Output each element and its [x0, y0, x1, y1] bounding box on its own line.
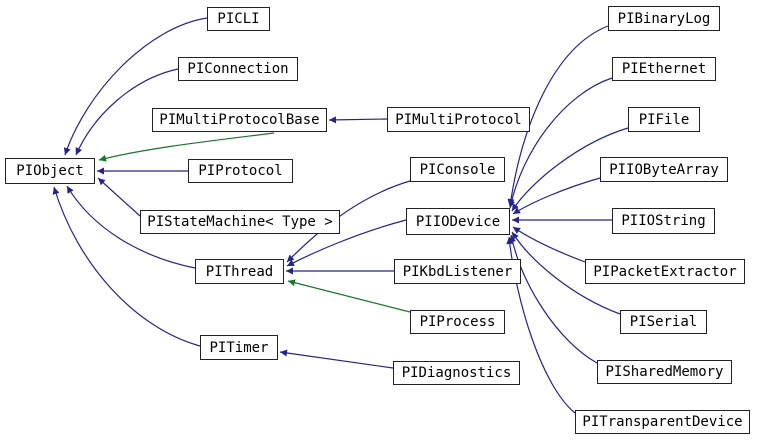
inheritance-edge-PIIOByteArray-to-PIIODevice	[512, 177, 601, 215]
class-node-PIProtocol[interactable]: PIProtocol	[188, 159, 293, 183]
inheritance-edge-PIProcess-to-PIThread	[287, 279, 411, 313]
class-node-PIConnection[interactable]: PIConnection	[178, 57, 298, 81]
inheritance-edge-PIDiagnostics-to-PITimer	[279, 349, 394, 369]
inheritance-edge-PICLI-to-PIObject	[63, 17, 208, 156]
inheritance-edge-PIStateMachine-to-PIObject	[97, 177, 141, 217]
class-node-PISerial[interactable]: PISerial	[620, 310, 707, 334]
inheritance-edge-PIEthernet-to-PIIODevice	[508, 77, 613, 209]
inheritance-edge-PIMultiProtocolBase-to-PIObject	[98, 132, 275, 162]
class-node-PIKbdListener[interactable]: PIKbdListener	[394, 259, 521, 284]
class-node-PIBinaryLog[interactable]: PIBinaryLog	[608, 6, 720, 31]
inheritance-edge-PIThread-to-PIObject	[66, 185, 196, 269]
class-node-PIThread[interactable]: PIThread	[195, 259, 284, 284]
inheritance-edge-PIBinaryLog-to-PIIODevice	[507, 25, 609, 207]
class-node-PIIOString[interactable]: PIIOString	[612, 208, 715, 234]
inheritance-edge-PITimer-to-PIObject	[52, 186, 201, 347]
class-node-PISharedMemory[interactable]: PISharedMemory	[597, 360, 732, 384]
class-node-PITransparentDevice[interactable]: PITransparentDevice	[575, 410, 750, 434]
class-node-PICLI[interactable]: PICLI	[207, 7, 270, 31]
inheritance-edge-PISharedMemory-to-PIIODevice	[509, 234, 598, 364]
class-node-PIMultiProtocol[interactable]: PIMultiProtocol	[387, 107, 530, 132]
class-node-PIConsole[interactable]: PIConsole	[410, 157, 505, 182]
inheritance-edge-PIConnection-to-PIObject	[75, 68, 179, 156]
class-node-PIFile[interactable]: PIFile	[628, 107, 700, 132]
inheritance-edge-PIPacketExtractor-to-PIIODevice	[512, 226, 586, 263]
class-node-PIEthernet[interactable]: PIEthernet	[612, 57, 716, 81]
class-node-PIProcess[interactable]: PIProcess	[410, 310, 505, 334]
inheritance-edge-PIMultiProtocol-to-PIMultiProtocolBase	[328, 116, 388, 124]
class-node-PIIOByteArray[interactable]: PIIOByteArray	[600, 157, 728, 182]
inheritance-edge-PISerial-to-PIIODevice	[511, 231, 621, 315]
class-node-PIStateMachine[interactable]: PIStateMachine< Type >	[140, 210, 340, 234]
class-node-PIIODevice[interactable]: PIIODevice	[406, 208, 510, 235]
class-node-PIPacketExtractor[interactable]: PIPacketExtractor	[585, 259, 745, 284]
class-node-PIObject[interactable]: PIObject	[5, 158, 95, 184]
class-node-PITimer[interactable]: PITimer	[200, 335, 278, 360]
class-node-PIDiagnostics[interactable]: PIDiagnostics	[393, 361, 520, 385]
class-node-PIMultiProtocolBase[interactable]: PIMultiProtocolBase	[152, 108, 327, 132]
inheritance-edge-PIFile-to-PIIODevice	[511, 127, 629, 212]
inheritance-edge-PIIODevice-to-PIThread	[286, 219, 407, 267]
